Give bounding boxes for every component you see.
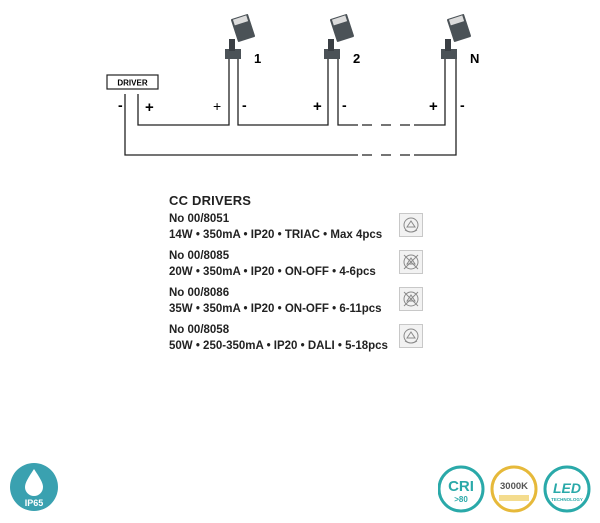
cri-value: >80 <box>454 495 468 504</box>
led-sub-label: TECHNOLOGY <box>551 497 583 502</box>
color-temperature-bar <box>499 495 529 501</box>
driver-row: No 00/8058 50W • 250-350mA • IP20 • DALI… <box>169 323 429 360</box>
driver-label: DRIVER <box>117 79 147 88</box>
driver-number: No 00/8058 <box>169 324 230 336</box>
driver-number: No 00/8086 <box>169 287 230 299</box>
luminaire-n: N + - <box>429 14 479 115</box>
spotlight-icon <box>324 14 355 59</box>
spotlight-icon <box>225 14 256 59</box>
wires <box>124 59 457 156</box>
wire-negative-return <box>124 94 358 156</box>
driver-number: No 00/8051 <box>169 213 230 225</box>
cct-label: 3000K <box>500 481 528 492</box>
wire-2-out <box>337 59 358 126</box>
plus-symbol: + <box>213 98 221 114</box>
wire-driver-to-1-plus <box>137 59 230 126</box>
luminaire-2: 2 + - <box>313 14 360 115</box>
non-dimmable-icon <box>399 287 423 311</box>
cri-label: CRI <box>448 478 474 495</box>
cct-badge: 3000K <box>490 465 538 513</box>
continuation-dashes <box>362 124 412 156</box>
cc-drivers-section: CC DRIVERS No 00/8051 14W • 350mA • IP20… <box>169 193 429 360</box>
non-dimmable-icon <box>399 250 423 274</box>
driver-box <box>106 74 159 90</box>
water-drop-icon <box>25 469 43 496</box>
dimmable-icon <box>399 324 423 348</box>
spotlight-icon <box>441 14 472 59</box>
minus-symbol: - <box>342 97 347 113</box>
luminaire-label: N <box>470 51 479 66</box>
luminaire-label: 2 <box>353 51 360 66</box>
wire-to-n <box>414 59 446 126</box>
driver-spec: 35W • 350mA • IP20 • ON-OFF • 6-11pcs <box>169 303 382 315</box>
ip-label: IP65 <box>25 498 44 508</box>
driver-row: No 00/8051 14W • 350mA • IP20 • TRIAC • … <box>169 212 429 249</box>
feature-badges: CRI >80 3000K LED TECHNOLOGY <box>438 465 591 513</box>
driver-row: No 00/8086 35W • 350mA • IP20 • ON-OFF •… <box>169 286 429 323</box>
plus-symbol: + <box>429 98 438 115</box>
minus-symbol: - <box>242 97 247 113</box>
dimmable-icon <box>399 213 423 237</box>
driver-spec: 50W • 250-350mA • IP20 • DALI • 5-18pcs <box>169 340 388 352</box>
wiring-diagram: DRIVER - + 1 + - 2 + - <box>106 14 479 156</box>
luminaire-label: 1 <box>254 51 261 66</box>
driver-minus-symbol: - <box>118 97 123 113</box>
wire-1-to-2-plus <box>237 59 329 126</box>
minus-symbol: - <box>460 97 465 113</box>
ip65-badge: IP65 <box>10 463 58 511</box>
driver-row: No 00/8085 20W • 350mA • IP20 • ON-OFF •… <box>169 249 429 286</box>
plus-symbol: + <box>313 98 322 115</box>
cri-badge: CRI >80 <box>438 465 485 513</box>
driver-spec: 20W • 350mA • IP20 • ON-OFF • 4-6pcs <box>169 266 376 278</box>
driver-spec: 14W • 350mA • IP20 • TRIAC • Max 4pcs <box>169 229 383 241</box>
luminaire-1: 1 + - <box>213 14 261 114</box>
led-badge: LED TECHNOLOGY <box>543 465 591 513</box>
wire-negative-n <box>414 59 457 156</box>
led-label: LED <box>553 480 581 496</box>
cc-drivers-title: CC DRIVERS <box>169 193 252 208</box>
driver-number: No 00/8085 <box>169 250 230 262</box>
driver-plus-symbol: + <box>145 99 154 116</box>
